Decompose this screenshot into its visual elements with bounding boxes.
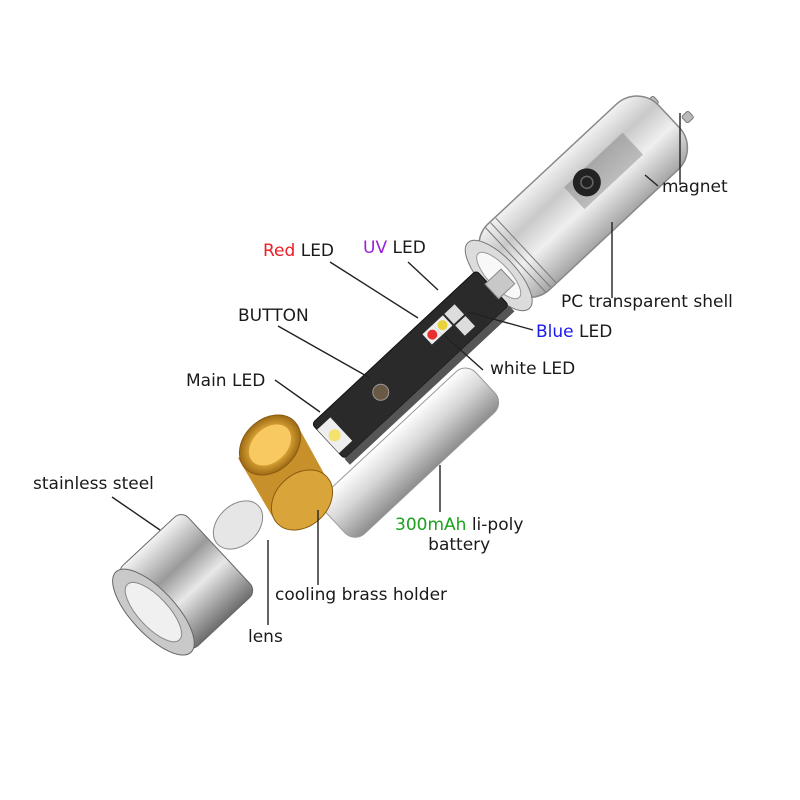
label-red-led: Red LED xyxy=(263,241,334,261)
main-led-chip xyxy=(328,429,341,442)
label-button: BUTTON xyxy=(238,306,309,326)
red-led-chip xyxy=(427,329,438,340)
chemistry-word: li-poly xyxy=(466,515,524,535)
cooling-brass-holder xyxy=(238,414,334,531)
led-word: LED xyxy=(295,241,335,261)
label-magnet: magnet xyxy=(662,177,728,197)
label-pc-shell: PC transparent shell xyxy=(561,292,733,312)
label-cooling-brass-holder: cooling brass holder xyxy=(275,585,448,605)
label-lens: lens xyxy=(248,627,283,647)
pcb-button xyxy=(372,383,390,401)
battery xyxy=(321,367,500,538)
label-white-led: white LED xyxy=(490,359,576,379)
label-uv-led: UV LED xyxy=(363,238,426,258)
blue-word: Blue xyxy=(536,322,574,342)
shell-button-icon xyxy=(572,168,601,197)
white-led-chip xyxy=(437,320,448,331)
label-blue-led: Blue LED xyxy=(536,322,612,342)
stainless-steel-head xyxy=(112,514,254,656)
label-main-led: Main LED xyxy=(186,371,266,391)
uv-word: UV xyxy=(363,238,388,258)
capacity-word: 300mAh xyxy=(395,515,467,535)
red-word: Red xyxy=(263,241,296,261)
led-word: LED xyxy=(573,322,613,342)
leader-lines xyxy=(111,113,681,625)
battery-word: battery xyxy=(428,535,491,555)
uv-led-chip xyxy=(444,304,465,325)
lens xyxy=(212,500,264,550)
led-word: LED xyxy=(387,238,426,258)
pcb-board xyxy=(312,268,516,465)
label-stainless-steel: stainless steel xyxy=(33,474,154,494)
